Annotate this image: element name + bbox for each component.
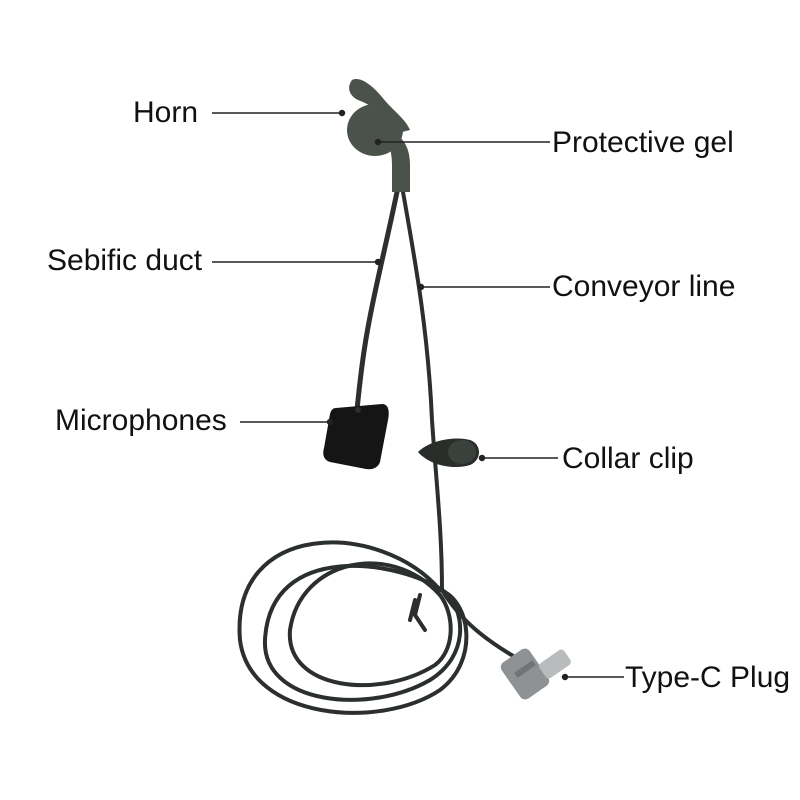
collar-clip [418, 438, 479, 468]
leader-lines [212, 109, 624, 681]
label-collar-clip: Collar clip [562, 442, 694, 475]
conveyor-line-cable [401, 190, 522, 662]
label-type-c-plug: Type-C Plug [625, 661, 790, 694]
sebific-duct-cable [354, 189, 400, 413]
earpiece [347, 79, 410, 192]
microphone-foam [323, 404, 389, 470]
type-c-plug [500, 648, 571, 700]
label-conveyor-line: Conveyor line [552, 270, 735, 303]
protective-gel-sleeve [382, 132, 410, 192]
label-microphones: Microphones [55, 404, 227, 437]
label-sebific-duct: Sebific duct [47, 244, 203, 277]
label-horn: Horn [133, 96, 198, 129]
coiled-cable [237, 540, 469, 715]
label-protective-gel: Protective gel [552, 126, 734, 159]
